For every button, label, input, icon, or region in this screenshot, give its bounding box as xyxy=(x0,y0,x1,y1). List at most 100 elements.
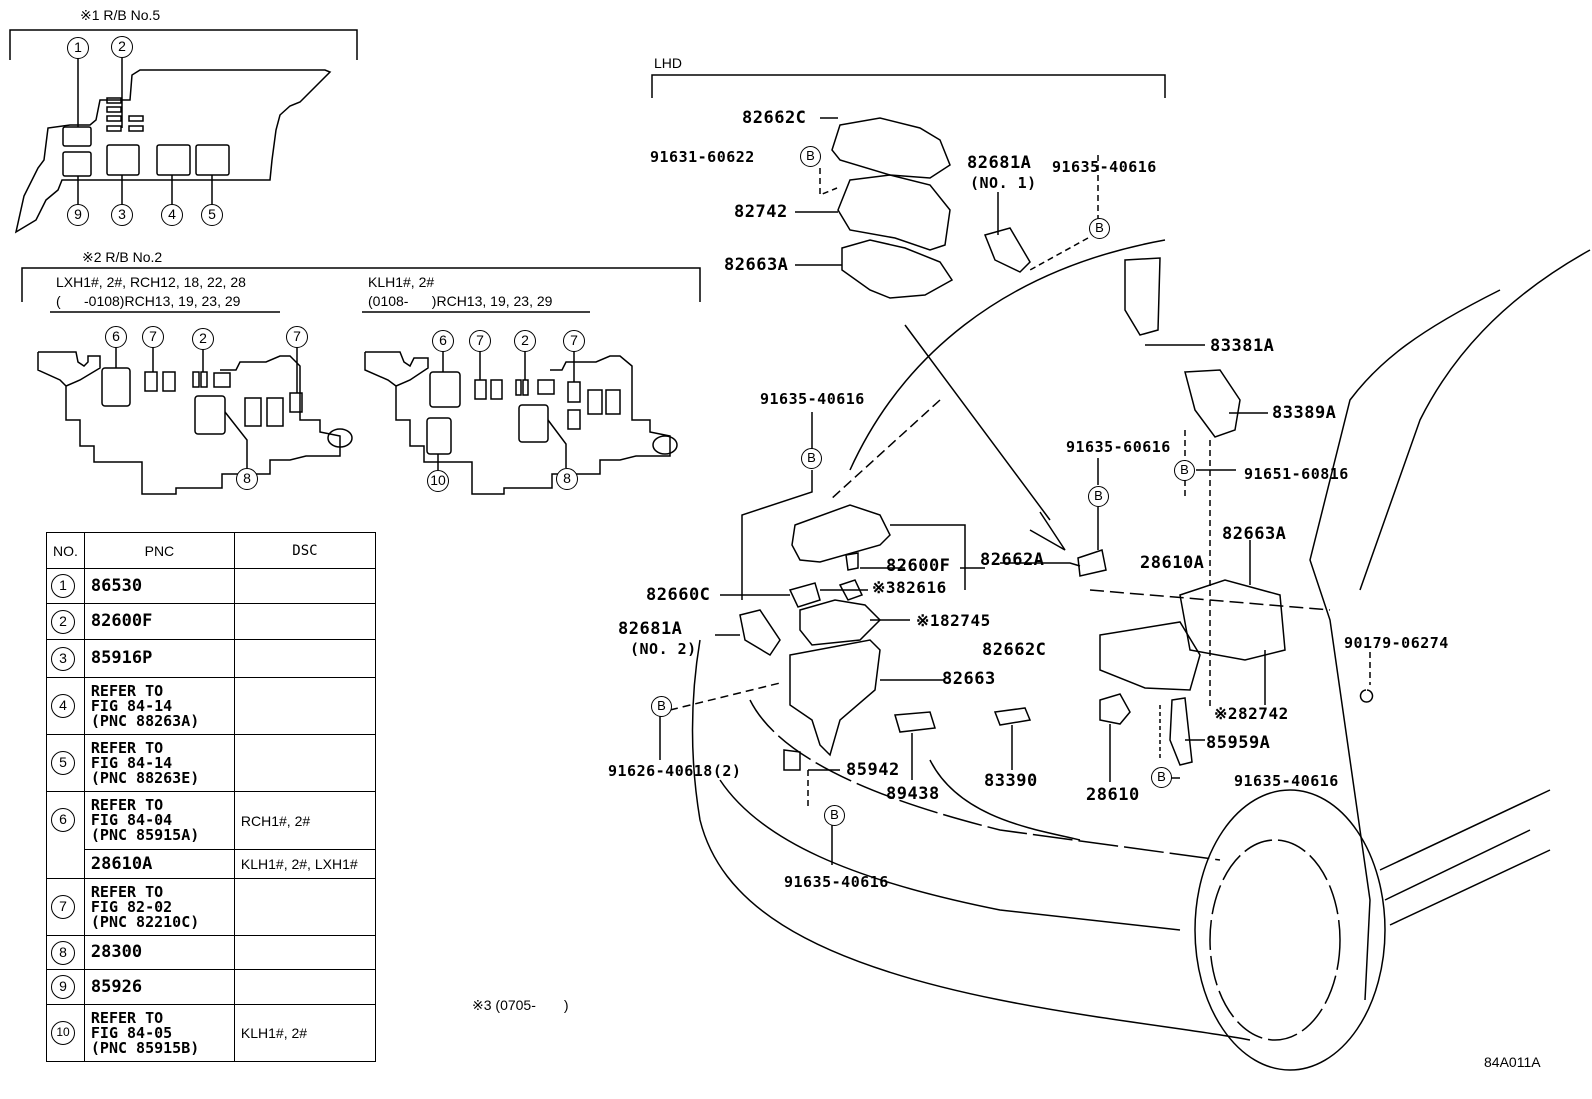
legend-no-badge: 3 xyxy=(51,646,75,671)
legend-no-badge: 10 xyxy=(51,1021,75,1045)
rb2-right-callout-8: 8 xyxy=(556,468,578,490)
rb2-left-callout-8: 8 xyxy=(236,468,258,490)
legend-no-badge: 2 xyxy=(51,609,75,634)
leader-lines xyxy=(659,344,1371,865)
part-label-90179-06274: 90179-06274 xyxy=(1344,634,1449,652)
part-label-91631-60622: 91631-60622 xyxy=(650,148,755,166)
legend-pnc: REFER TO FIG 84-14 (PNC 88263E) xyxy=(83,734,235,792)
legend-pnc: 85916P xyxy=(83,639,235,678)
legend-pnc: REFER TO FIG 84-14 (PNC 88263A) xyxy=(83,677,235,735)
legend-header-pnc: PNC xyxy=(83,532,235,569)
rb2-frame xyxy=(21,267,701,313)
legend-pnc: 82600F xyxy=(83,603,235,640)
rb2-title: ※2 R/B No.2 xyxy=(82,249,163,265)
rb2-right-callout-7a: 7 xyxy=(469,330,491,352)
car-body-drawing xyxy=(691,239,1591,1071)
legend-pnc: 28300 xyxy=(83,935,235,970)
legend-no-badge: 7 xyxy=(51,895,75,919)
legend-dsc xyxy=(233,935,377,970)
part-label-91635-40616-left: 91635-40616 xyxy=(760,390,865,408)
legend-row: 1 86530 xyxy=(46,568,377,604)
rb2-left-outline xyxy=(37,346,353,495)
part-label-82745: ※182745 xyxy=(916,611,991,630)
legend-dsc xyxy=(233,677,377,735)
part-label-82663A-right: 82663A xyxy=(1222,524,1287,544)
legend-dsc xyxy=(233,568,377,604)
legend-pnc: REFER TO FIG 82-02 (PNC 82210C) xyxy=(83,878,235,936)
legend-dsc: KLH1#, 2#, LXH1# xyxy=(233,849,377,879)
part-label-82616: ※382616 xyxy=(872,578,947,597)
part-label-82681A-no1: 82681A xyxy=(967,153,1032,173)
legend-pnc: REFER TO FIG 84-05 (PNC 85915B) xyxy=(83,1004,235,1062)
legend-dsc xyxy=(233,878,377,936)
rb5-outline xyxy=(14,58,332,234)
figure-code: 84A011A xyxy=(1484,1054,1541,1070)
legend-dsc xyxy=(233,734,377,792)
bolt-marker-b: B xyxy=(800,146,821,167)
part-label-82681A-no2: 82681A xyxy=(618,619,683,639)
legend-header-no: NO. xyxy=(46,532,85,569)
legend-pnc: REFER TO FIG 84-04 (PNC 85915A) xyxy=(83,791,235,850)
bolt-marker-b: B xyxy=(1151,767,1172,788)
legend-table: NO. PNC DSC 1 86530 2 82600F 3 85916P 4 … xyxy=(46,532,377,1062)
legend-dsc xyxy=(233,603,377,640)
bolt-marker-b: B xyxy=(1174,460,1195,481)
main-assembly-drawing xyxy=(739,257,1374,771)
part-label-82681A-no1-sub: (NO. 1) xyxy=(970,174,1037,192)
top-relay-block-drawing xyxy=(795,117,1099,299)
part-label-91626-40618: 91626-40618(2) xyxy=(608,762,742,780)
part-label-82600F: 82600F xyxy=(886,556,951,576)
legend-row: 9 85926 xyxy=(46,969,377,1005)
rb2-left-callout-7b: 7 xyxy=(286,326,308,348)
rb2-left-callout-7a: 7 xyxy=(142,326,164,348)
legend-row: 6 REFER TO FIG 84-04 (PNC 85915A) RCH1#,… xyxy=(46,791,377,879)
part-label-91635-40616-top: 91635-40616 xyxy=(1052,158,1157,176)
legend-dsc: KLH1#, 2# xyxy=(233,1004,377,1062)
legend-dsc xyxy=(233,639,377,678)
legend-row: 10 REFER TO FIG 84-05 (PNC 85915B) KLH1#… xyxy=(46,1004,377,1062)
legend-no-badge: 5 xyxy=(51,751,75,775)
part-label-82663: 82663 xyxy=(942,669,996,689)
rb2-right-callout-7b: 7 xyxy=(563,330,585,352)
rb2-right-callout-10: 10 xyxy=(427,470,449,492)
bolt-marker-b: B xyxy=(1089,218,1110,239)
lhd-title: LHD xyxy=(654,55,683,71)
part-label-83381A: 83381A xyxy=(1210,336,1275,356)
legend-row: 4 REFER TO FIG 84-14 (PNC 88263A) xyxy=(46,677,377,735)
legend-no-badge: 4 xyxy=(51,694,75,718)
bolt-marker-b: B xyxy=(824,805,845,826)
legend-pnc: 85926 xyxy=(83,969,235,1005)
legend-row: 3 85916P xyxy=(46,639,377,678)
part-label-89438: 89438 xyxy=(886,784,940,804)
part-label-91635-40616-right: 91635-40616 xyxy=(1234,772,1339,790)
rb5-callout-4: 4 xyxy=(161,204,183,226)
legend-header-row: NO. PNC DSC xyxy=(46,532,377,569)
rb5-callout-5: 5 xyxy=(201,204,223,226)
legend-no-badge: 6 xyxy=(51,808,75,832)
legend-no-badge: 9 xyxy=(51,975,75,999)
rb5-callout-2: 2 xyxy=(111,36,133,58)
rb5-callout-1: 1 xyxy=(67,37,89,59)
part-label-82742: 82742 xyxy=(734,202,788,222)
rb2-right-variant-line2: (0108- )RCH13, 19, 23, 29 xyxy=(368,293,553,309)
legend-dsc xyxy=(233,969,377,1005)
part-label-82663A-top: 82663A xyxy=(724,255,789,275)
part-label-85959A: 85959A xyxy=(1206,733,1271,753)
legend-row: 28610A KLH1#, 2#, LXH1# xyxy=(47,849,377,879)
bolt-marker-b: B xyxy=(1088,486,1109,507)
rb2-left-callout-2: 2 xyxy=(192,328,214,350)
part-label-82662A: 82662A xyxy=(980,550,1045,570)
legend-row: 7 REFER TO FIG 82-02 (PNC 82210C) xyxy=(46,878,377,936)
legend-no-badge: 8 xyxy=(51,940,75,965)
legend-row: 8 28300 xyxy=(46,935,377,970)
legend-pnc: 86530 xyxy=(83,568,235,604)
part-label-91635-40616-bottom: 91635-40616 xyxy=(784,873,889,891)
part-label-28610A: 28610A xyxy=(1140,553,1205,573)
footnote-3: ※3 (0705- ) xyxy=(472,997,569,1013)
rb5-title: ※1 R/B No.5 xyxy=(80,7,161,23)
rb2-left-callout-6: 6 xyxy=(105,326,127,348)
rb5-callout-3: 3 xyxy=(111,204,133,226)
lhd-frame xyxy=(651,74,1166,98)
part-label-82662C-mid: 82662C xyxy=(982,640,1047,660)
